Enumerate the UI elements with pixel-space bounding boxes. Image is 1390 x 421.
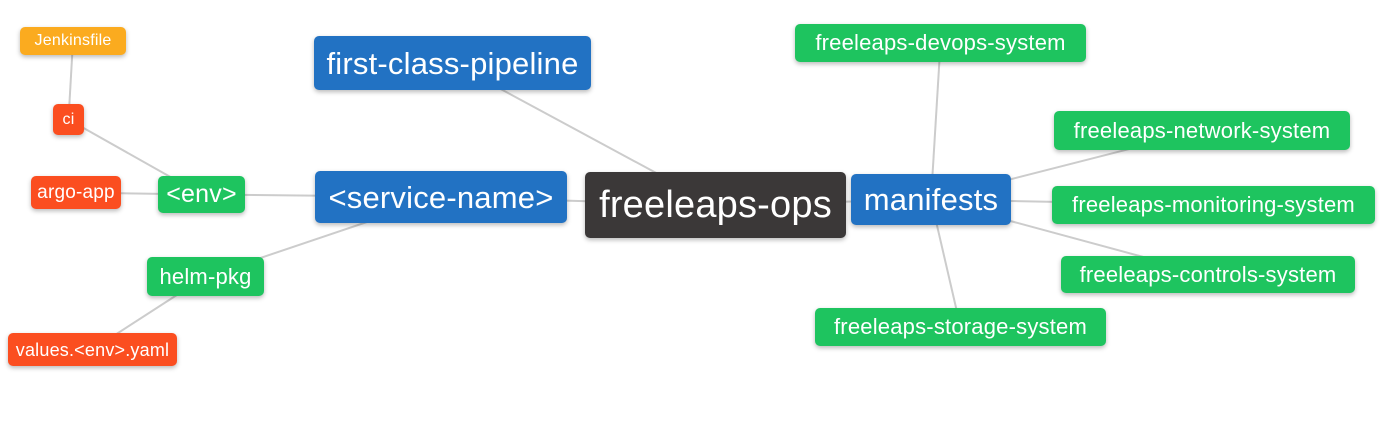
node-label: freeleaps-ops xyxy=(599,184,832,226)
node-label: helm-pkg xyxy=(159,263,252,289)
node-label: <env> xyxy=(166,180,237,208)
node-label: ci xyxy=(62,110,75,128)
node-label: Jenkinsfile xyxy=(34,32,112,49)
node-controls-system[interactable]: freeleaps-controls-system xyxy=(1061,256,1355,293)
node-label: first-class-pipeline xyxy=(326,45,579,81)
node-label: freeleaps-monitoring-system xyxy=(1072,192,1355,217)
node-label: freeleaps-storage-system xyxy=(833,314,1087,339)
node-argo-app[interactable]: argo-app xyxy=(31,176,121,209)
node-manifests[interactable]: manifests xyxy=(851,174,1011,225)
node-label: freeleaps-devops-system xyxy=(815,30,1066,55)
node-first-class-pipeline[interactable]: first-class-pipeline xyxy=(314,36,591,90)
node-monitoring-system[interactable]: freeleaps-monitoring-system xyxy=(1052,186,1375,224)
node-label: argo-app xyxy=(37,182,115,203)
node-values-env-yaml[interactable]: values.<env>.yaml xyxy=(8,333,177,366)
node-network-system[interactable]: freeleaps-network-system xyxy=(1054,111,1350,150)
node-service-name[interactable]: <service-name> xyxy=(315,171,567,223)
node-label: manifests xyxy=(863,182,999,217)
node-label: values.<env>.yaml xyxy=(15,339,170,360)
node-ci[interactable]: ci xyxy=(53,104,84,135)
node-label: freeleaps-network-system xyxy=(1073,117,1331,143)
node-jenkinsfile[interactable]: Jenkinsfile xyxy=(20,27,126,55)
node-label: <service-name> xyxy=(328,179,554,215)
node-env[interactable]: <env> xyxy=(158,176,245,213)
node-helm-pkg[interactable]: helm-pkg xyxy=(147,257,264,296)
node-storage-system[interactable]: freeleaps-storage-system xyxy=(815,308,1106,346)
node-devops-system[interactable]: freeleaps-devops-system xyxy=(795,24,1086,62)
node-label: freeleaps-controls-system xyxy=(1079,261,1337,287)
node-freeleaps-ops[interactable]: freeleaps-ops xyxy=(585,172,846,238)
edge-manifests-devops-system xyxy=(930,42,942,200)
